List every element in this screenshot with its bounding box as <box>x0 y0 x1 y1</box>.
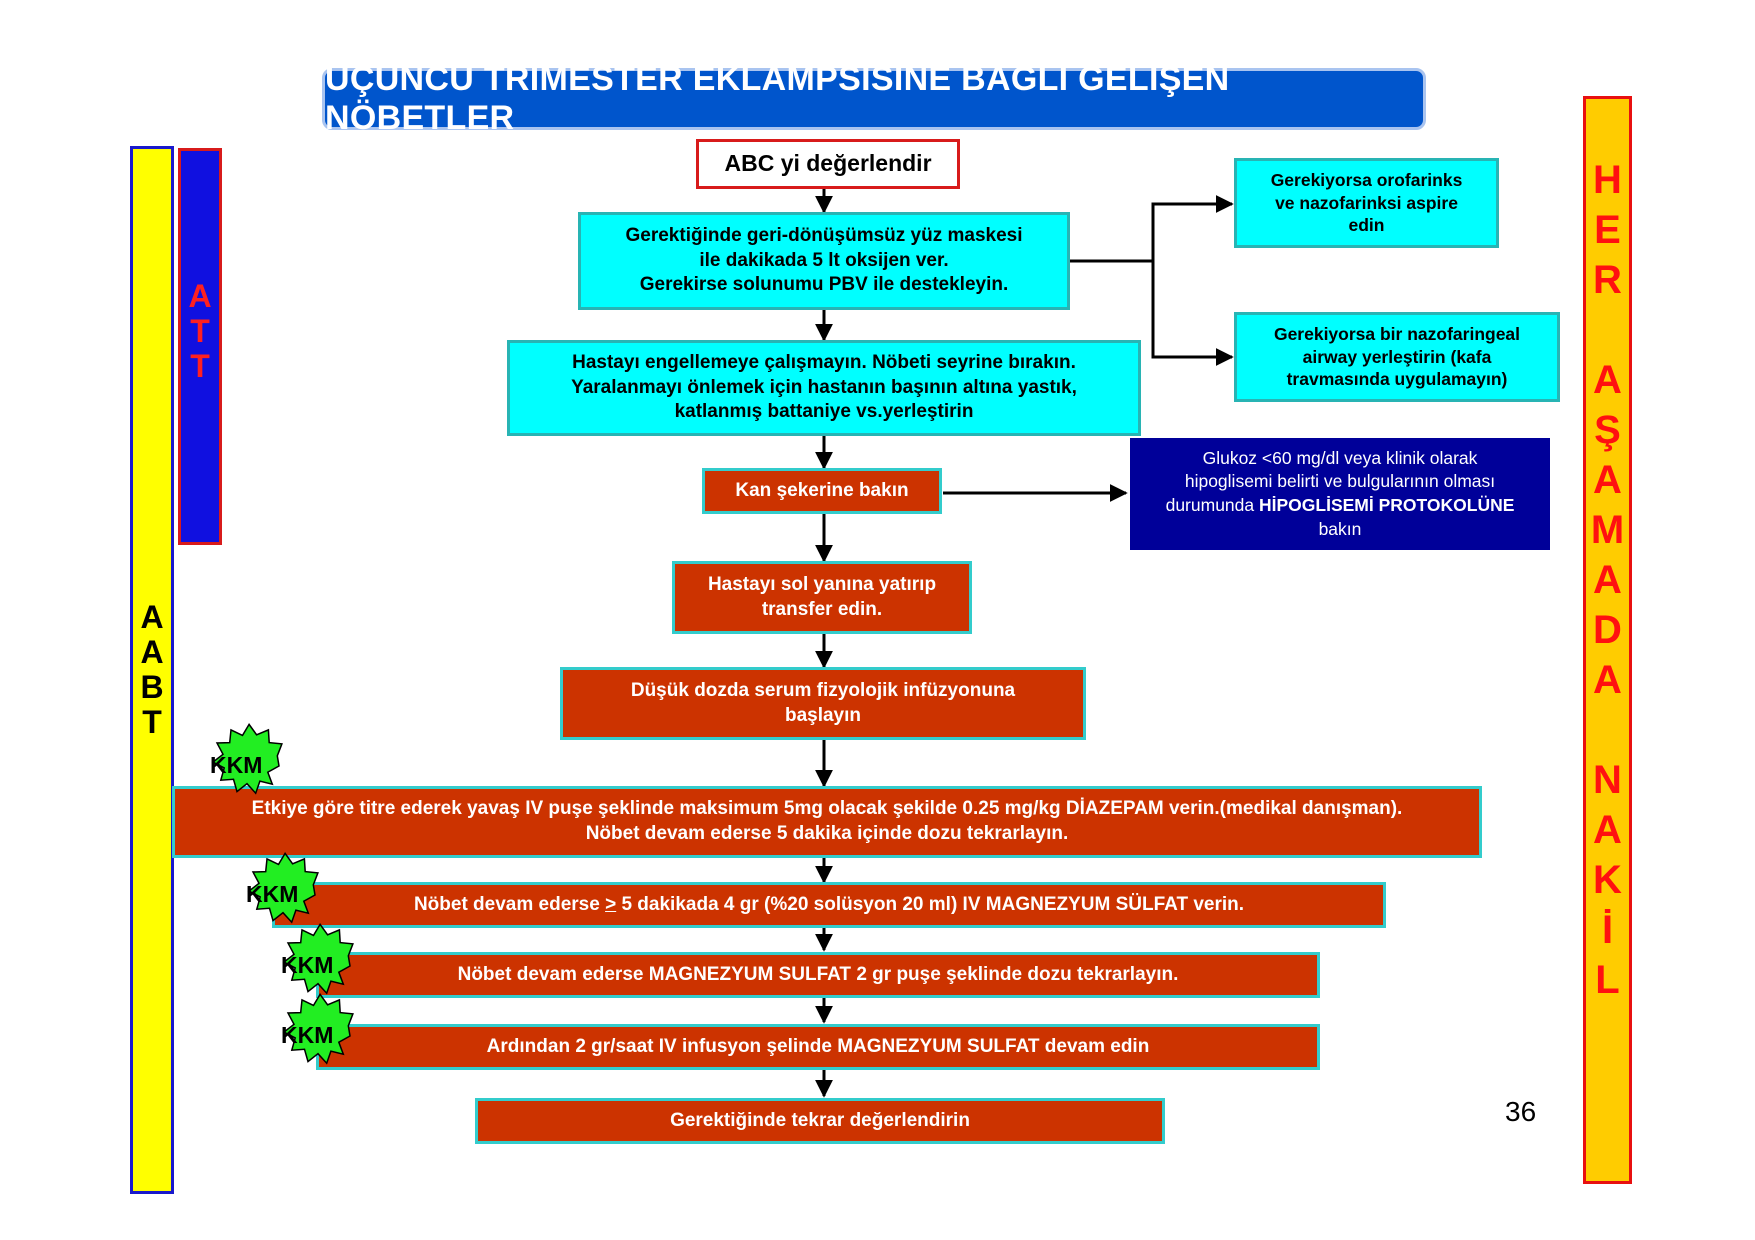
magnesium-repeat-step: Nöbet devam ederse MAGNEZYUM SULFAT 2 gr… <box>316 952 1320 998</box>
oxygen-step: Gerektiğinde geri-dönüşümsüz yüz maskesi… <box>578 212 1070 310</box>
nakil-letter: L <box>1595 958 1620 1002</box>
aabt-bar: A A B T <box>130 146 174 1194</box>
kkm-label: KKM <box>281 1022 334 1048</box>
nakil-letter: H <box>1593 158 1622 202</box>
aabt-letter: A <box>140 633 164 670</box>
kkm-label: KKM <box>246 881 299 907</box>
kkm-star-icon <box>247 852 319 924</box>
att-letter: T <box>190 348 210 385</box>
hypoglycemia-note: Glukoz <60 mg/dl veya klinik olarak hipo… <box>1130 438 1550 550</box>
aspire-note: Gerekiyorsa orofarinks ve nazofarinksi a… <box>1234 158 1499 248</box>
hypo-protocol-text: HİPOGLİSEMİ PROTOKOLÜNE <box>1259 495 1515 515</box>
nakil-letter: D <box>1593 608 1622 652</box>
att-bar: A T T <box>178 148 222 545</box>
mgso4-text-end: 5 dakikada 4 gr (%20 solüsyon 20 ml) IV … <box>616 893 1245 915</box>
abc-step: ABC yi değerlendir <box>696 139 960 189</box>
left-side-transfer-step: Hastayı sol yanına yatırıp transfer edin… <box>672 561 972 634</box>
aabt-letter: T <box>142 704 162 741</box>
nakil-letter: A <box>1593 458 1622 502</box>
seizure-step: Hastayı engellemeye çalışmayın. Nöbeti s… <box>507 340 1141 436</box>
greater-equal-symbol: > <box>605 893 617 915</box>
magnesium-sulfate-step: Nöbet devam ederse > 5 dakikada 4 gr (%2… <box>272 882 1386 928</box>
nakil-letter: R <box>1593 258 1622 302</box>
nakil-letter: A <box>1593 558 1622 602</box>
nakil-letter: E <box>1594 208 1621 252</box>
kkm-star-icon <box>211 723 283 795</box>
glucose-step: Kan şekerine bakın <box>702 468 942 514</box>
nakil-letter: A <box>1593 658 1622 702</box>
diazepam-step: Etkiye göre titre ederek yavaş IV puşe ş… <box>172 786 1482 858</box>
nakil-letter: A <box>1593 358 1622 402</box>
nakil-letter: N <box>1593 758 1622 802</box>
reassess-step: Gerektiğinde tekrar değerlendirin <box>475 1098 1165 1144</box>
nakil-letter: A <box>1593 808 1622 852</box>
magnesium-infusion-step: Ardından 2 gr/saat IV infusyon şelinde M… <box>316 1024 1320 1070</box>
kkm-label: KKM <box>281 952 334 978</box>
nakil-letter: K <box>1593 858 1622 902</box>
att-letter: T <box>190 312 210 349</box>
mgso4-text: Nöbet devam ederse <box>413 893 606 915</box>
kkm-label: KKM <box>210 752 263 778</box>
nakil-letter: Ş <box>1594 408 1621 452</box>
page-number: 36 <box>1505 1096 1537 1127</box>
nakil-letter: İ <box>1601 908 1614 952</box>
kkm-star-icon <box>282 923 354 995</box>
aabt-letter: A <box>140 598 164 635</box>
hypo-text: Glukoz <60 mg/dl veya klinik olarak hipo… <box>1165 447 1496 515</box>
airway-note: Gerekiyorsa bir nazofaringeal airway yer… <box>1234 312 1560 402</box>
nakil-letter: M <box>1590 508 1625 552</box>
hypo-text-end: bakın <box>1318 518 1362 539</box>
att-letter: A <box>188 277 212 314</box>
her-asamada-nakil-bar: H E R A Ş A M A D A N A K İ L <box>1583 96 1632 1184</box>
infusion-step: Düşük dozda serum fizyolojik infüzyonuna… <box>560 667 1086 740</box>
aabt-letter: B <box>140 669 164 705</box>
kkm-star-icon <box>282 993 354 1065</box>
